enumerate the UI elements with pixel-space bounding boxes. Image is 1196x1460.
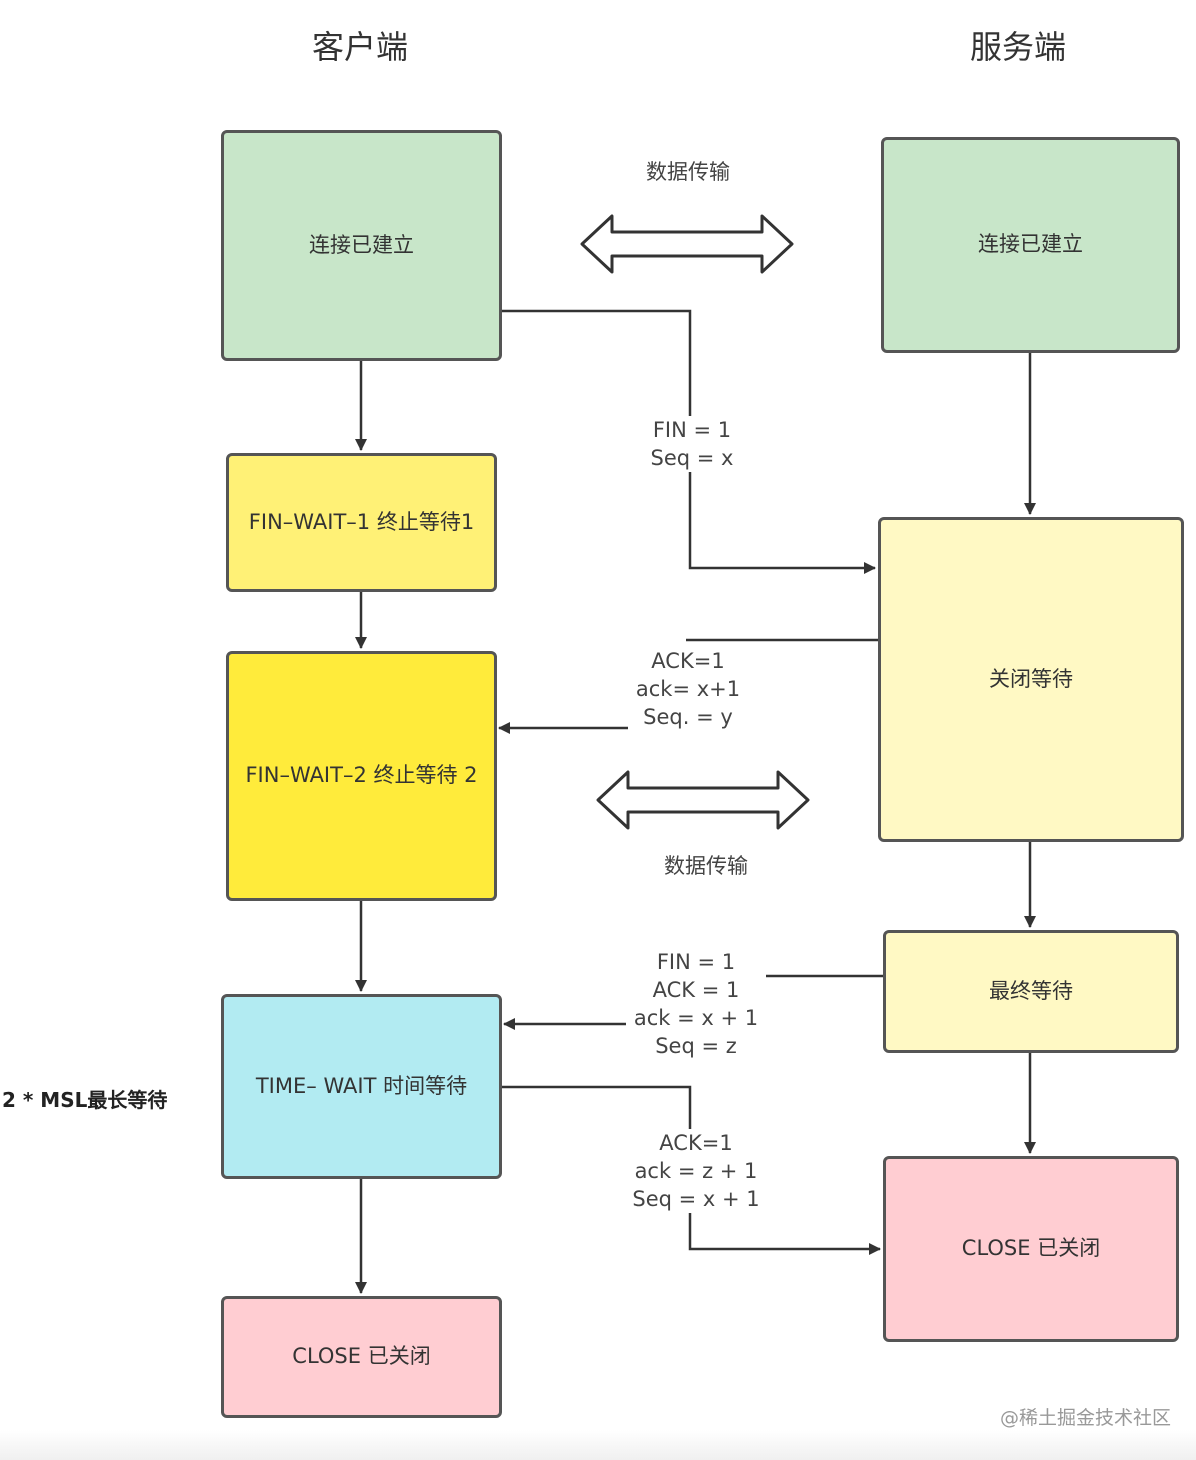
- server-state-last-ack-label: 最终等待: [989, 978, 1073, 1003]
- client-state-established-label: 连接已建立: [309, 232, 414, 257]
- server-state-established: 连接已建立: [881, 137, 1180, 353]
- message-ack2-line: Seq = x + 1: [632, 1187, 760, 1211]
- message-fin2-line: FIN = 1: [656, 950, 736, 974]
- server-heading: 服务端: [969, 28, 1066, 66]
- message-ack1-line: Seq. = y: [643, 705, 733, 729]
- message-ack1-line: ack= x+1: [635, 677, 741, 701]
- client-state-closed-label: CLOSE 已关闭: [292, 1344, 431, 1369]
- message-ack2-line: ack = z + 1: [634, 1159, 758, 1183]
- bottom-fade: [0, 1430, 1196, 1460]
- server-state-closed: CLOSE 已关闭: [883, 1156, 1179, 1342]
- client-state-fin-wait-1: FIN–WAIT–1 终止等待1: [226, 453, 497, 592]
- message-fin2-line: ack = x + 1: [633, 1006, 759, 1030]
- server-state-last-ack: 最终等待: [883, 930, 1179, 1053]
- message-fin2-line: Seq = z: [655, 1034, 737, 1058]
- server-state-close-wait-label: 关闭等待: [989, 666, 1073, 691]
- message-ack1: ACK=1 ack= x+1 Seq. = y: [628, 647, 748, 731]
- time-wait-note: 2 * MSL最长等待: [2, 1088, 168, 1112]
- double-arrow-top: [580, 214, 794, 274]
- client-state-fin-wait-1-label: FIN–WAIT–1 终止等待1: [248, 509, 475, 534]
- message-fin2: FIN = 1 ACK = 1 ack = x + 1 Seq = z: [626, 948, 766, 1060]
- server-state-close-wait: 关闭等待: [878, 517, 1184, 842]
- data-transfer-label-mid: 数据传输: [664, 854, 748, 878]
- message-fin2-line: ACK = 1: [652, 978, 740, 1002]
- client-state-fin-wait-2: FIN–WAIT–2 终止等待 2: [226, 651, 497, 901]
- client-state-time-wait-label: TIME– WAIT 时间等待: [255, 1073, 468, 1098]
- client-state-fin-wait-2-label: FIN–WAIT–2 终止等待 2: [245, 763, 478, 788]
- server-state-established-label: 连接已建立: [978, 232, 1083, 257]
- message-ack2: ACK=1 ack = z + 1 Seq = x + 1: [626, 1129, 766, 1213]
- message-fin1-line: FIN = 1: [652, 418, 732, 442]
- message-fin1: FIN = 1 Seq = x: [632, 416, 752, 472]
- message-fin1-line: Seq = x: [650, 446, 734, 470]
- message-ack2-line: ACK=1: [659, 1131, 733, 1155]
- data-transfer-label-top: 数据传输: [646, 160, 730, 184]
- client-state-time-wait: TIME– WAIT 时间等待: [221, 994, 502, 1179]
- double-arrow-mid: [596, 770, 810, 830]
- client-state-closed: CLOSE 已关闭: [221, 1296, 502, 1418]
- client-heading: 客户端: [311, 28, 408, 66]
- client-state-established: 连接已建立: [221, 130, 502, 361]
- message-ack1-line: ACK=1: [651, 649, 725, 673]
- server-state-closed-label: CLOSE 已关闭: [961, 1236, 1101, 1261]
- watermark: @稀土掘金技术社区: [1000, 1407, 1172, 1429]
